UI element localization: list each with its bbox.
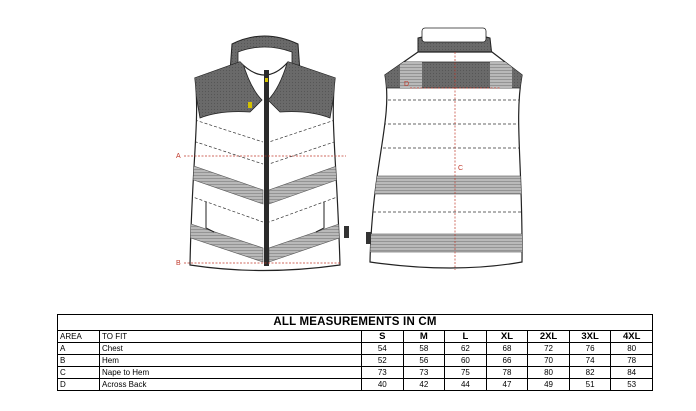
guide-label-d: D: [404, 81, 409, 88]
area-cell: D: [57, 378, 100, 391]
value-cell: 78: [610, 354, 653, 367]
value-cell: 76: [568, 342, 612, 355]
guide-label-c: C: [458, 165, 463, 172]
guide-label-b: B: [176, 260, 181, 267]
area-cell: C: [57, 366, 100, 379]
value-cell: 68: [485, 342, 529, 355]
fit-label-cell: Hem: [99, 354, 362, 367]
front-zipper: [264, 70, 269, 266]
guide-label-a: A: [176, 153, 181, 160]
size-column-header: L: [444, 330, 487, 343]
value-cell: 66: [485, 354, 529, 367]
value-cell: 60: [444, 354, 487, 367]
value-cell: 58: [402, 342, 446, 355]
value-cell: 54: [361, 342, 404, 355]
value-cell: 49: [527, 378, 570, 391]
fit-label-cell: Across Back: [99, 378, 362, 391]
value-cell: 53: [610, 378, 653, 391]
value-cell: 78: [485, 366, 529, 379]
value-cell: 73: [361, 366, 404, 379]
area-cell: B: [57, 354, 100, 367]
value-cell: 72: [527, 342, 570, 355]
value-cell: 84: [610, 366, 653, 379]
value-cell: 70: [527, 354, 570, 367]
size-column-header: 2XL: [527, 330, 570, 343]
value-cell: 73: [402, 366, 446, 379]
value-cell: 56: [402, 354, 446, 367]
area-cell: A: [57, 342, 100, 355]
size-column-header: 4XL: [610, 330, 653, 343]
table-row: D Across Back 40 42 44 47 49 51 53: [57, 378, 653, 391]
fit-label-cell: Nape to Hem: [99, 366, 362, 379]
value-cell: 82: [568, 366, 612, 379]
vest-front-view: A B: [176, 35, 349, 272]
table-row: B Hem 52 56 60 66 70 74 78: [57, 354, 653, 367]
back-body: [369, 51, 523, 269]
value-cell: 40: [361, 378, 404, 391]
vest-back-view: D C: [366, 27, 523, 270]
vest-illustration: A B D C: [176, 27, 523, 272]
value-cell: 62: [444, 342, 487, 355]
fit-label-cell: Chest: [99, 342, 362, 355]
size-column-header: S: [361, 330, 404, 343]
table-row: A Chest 54 58 62 68 72 76 80: [57, 342, 653, 355]
table-title: ALL MEASUREMENTS IN CM: [57, 314, 653, 331]
value-cell: 42: [402, 378, 446, 391]
area-column-header: AREA: [57, 330, 100, 343]
value-cell: 52: [361, 354, 404, 367]
value-cell: 80: [610, 342, 653, 355]
size-column-header: M: [402, 330, 446, 343]
value-cell: 47: [485, 378, 529, 391]
table-header-row: AREA TO FIT S M L XL 2XL 3XL 4XL: [57, 330, 653, 343]
table-row: C Nape to Hem 73 73 75 78 80 82 84: [57, 366, 653, 379]
size-column-header: XL: [485, 330, 529, 343]
fit-column-header: TO FIT: [99, 330, 362, 343]
value-cell: 74: [568, 354, 612, 367]
size-column-header: 3XL: [568, 330, 612, 343]
value-cell: 75: [444, 366, 487, 379]
table-title-row: ALL MEASUREMENTS IN CM: [57, 314, 653, 331]
value-cell: 80: [527, 366, 570, 379]
size-measurement-table: ALL MEASUREMENTS IN CM AREA TO FIT S M L…: [57, 314, 653, 391]
value-cell: 44: [444, 378, 487, 391]
value-cell: 51: [568, 378, 612, 391]
